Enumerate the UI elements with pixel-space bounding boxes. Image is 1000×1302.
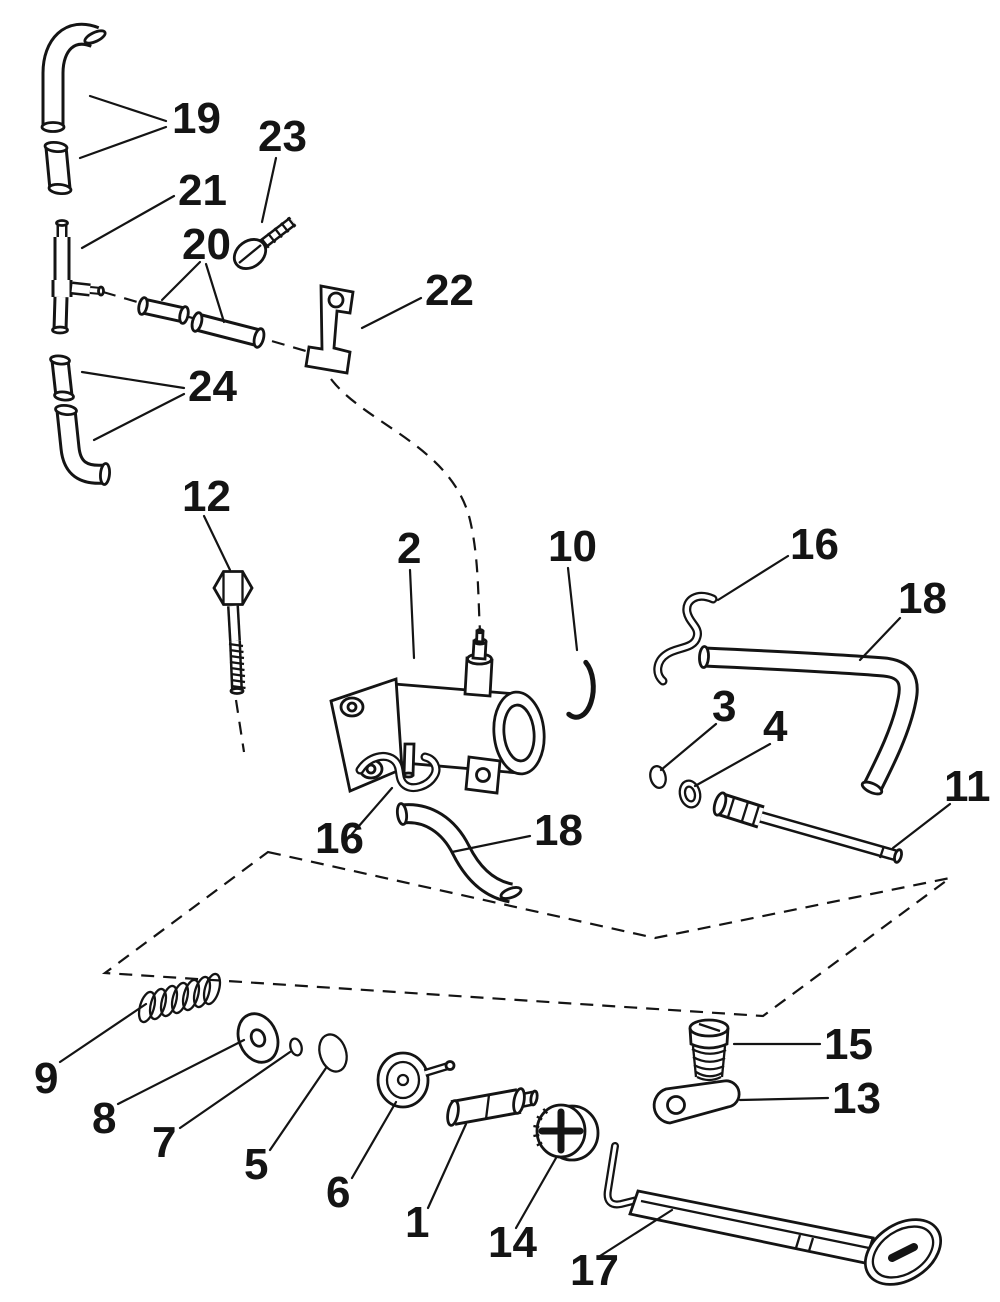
callout-19: 19 [172,94,221,143]
part-1-valve-piston [446,1087,539,1127]
callout-24: 24 [188,362,237,411]
part-16-wire-clip-right [653,591,718,686]
callout-3: 3 [712,682,736,731]
callout-13: 13 [832,1074,881,1123]
part-10-retainer-clip [566,659,596,720]
part-5-o-ring [318,1033,348,1073]
part-7-small-ring [289,1037,303,1057]
callout-11: 11 [944,762,991,811]
callout-22: 22 [425,266,474,315]
callout-18-right: 18 [898,574,947,623]
part-13-link-plate [652,1079,741,1125]
callout-7: 7 [152,1118,176,1167]
part-14-knob [533,1103,600,1162]
part-21-tee-fitting [51,219,105,335]
callout-16-right: 16 [790,520,839,569]
callout-4: 4 [763,702,788,751]
part-22-bracket [304,284,355,375]
callout-9: 9 [34,1054,58,1103]
callout-18-center: 18 [534,806,583,855]
part-2-valve-body [329,628,546,795]
part-18-tube-right [698,645,919,796]
callout-17: 17 [570,1246,619,1295]
part-17-shaft-assembly [603,1142,943,1286]
callout-16-center: 16 [315,814,364,863]
part-11-rod-assembly [712,791,903,864]
part-15-screw [688,1018,730,1082]
callout-20: 20 [182,220,231,269]
part-23-screw [232,216,297,270]
callout-2: 2 [397,524,421,573]
part-9-spring [137,972,222,1024]
callout-8: 8 [92,1094,116,1143]
part-12-hex-bolt [212,570,254,695]
callout-labels: 19 23 21 20 22 24 12 2 10 16 18 3 4 11 1… [34,94,991,1295]
callout-15: 15 [824,1020,873,1069]
callout-12: 12 [182,472,231,521]
callout-21: 21 [178,166,227,215]
part-18-tube-center [395,802,523,904]
callout-10: 10 [548,522,597,571]
assembly-dash-lines [101,290,951,1018]
callout-23: 23 [258,112,307,161]
part-24-hose-pieces [49,354,111,486]
part-19-hose-pieces [40,22,107,196]
callout-6: 6 [326,1168,350,1217]
leader-lines [58,94,952,1258]
callout-5: 5 [244,1140,268,1189]
part-20-hose-segments [137,296,266,349]
part-4-o-ring [678,779,702,809]
part-3-o-ring [649,765,667,789]
part-16-wire-clip-center [355,751,441,793]
part-6-valve-cup [376,1051,456,1109]
part-8-washer [236,1012,280,1064]
callout-14: 14 [488,1218,537,1267]
callout-1: 1 [405,1198,429,1247]
